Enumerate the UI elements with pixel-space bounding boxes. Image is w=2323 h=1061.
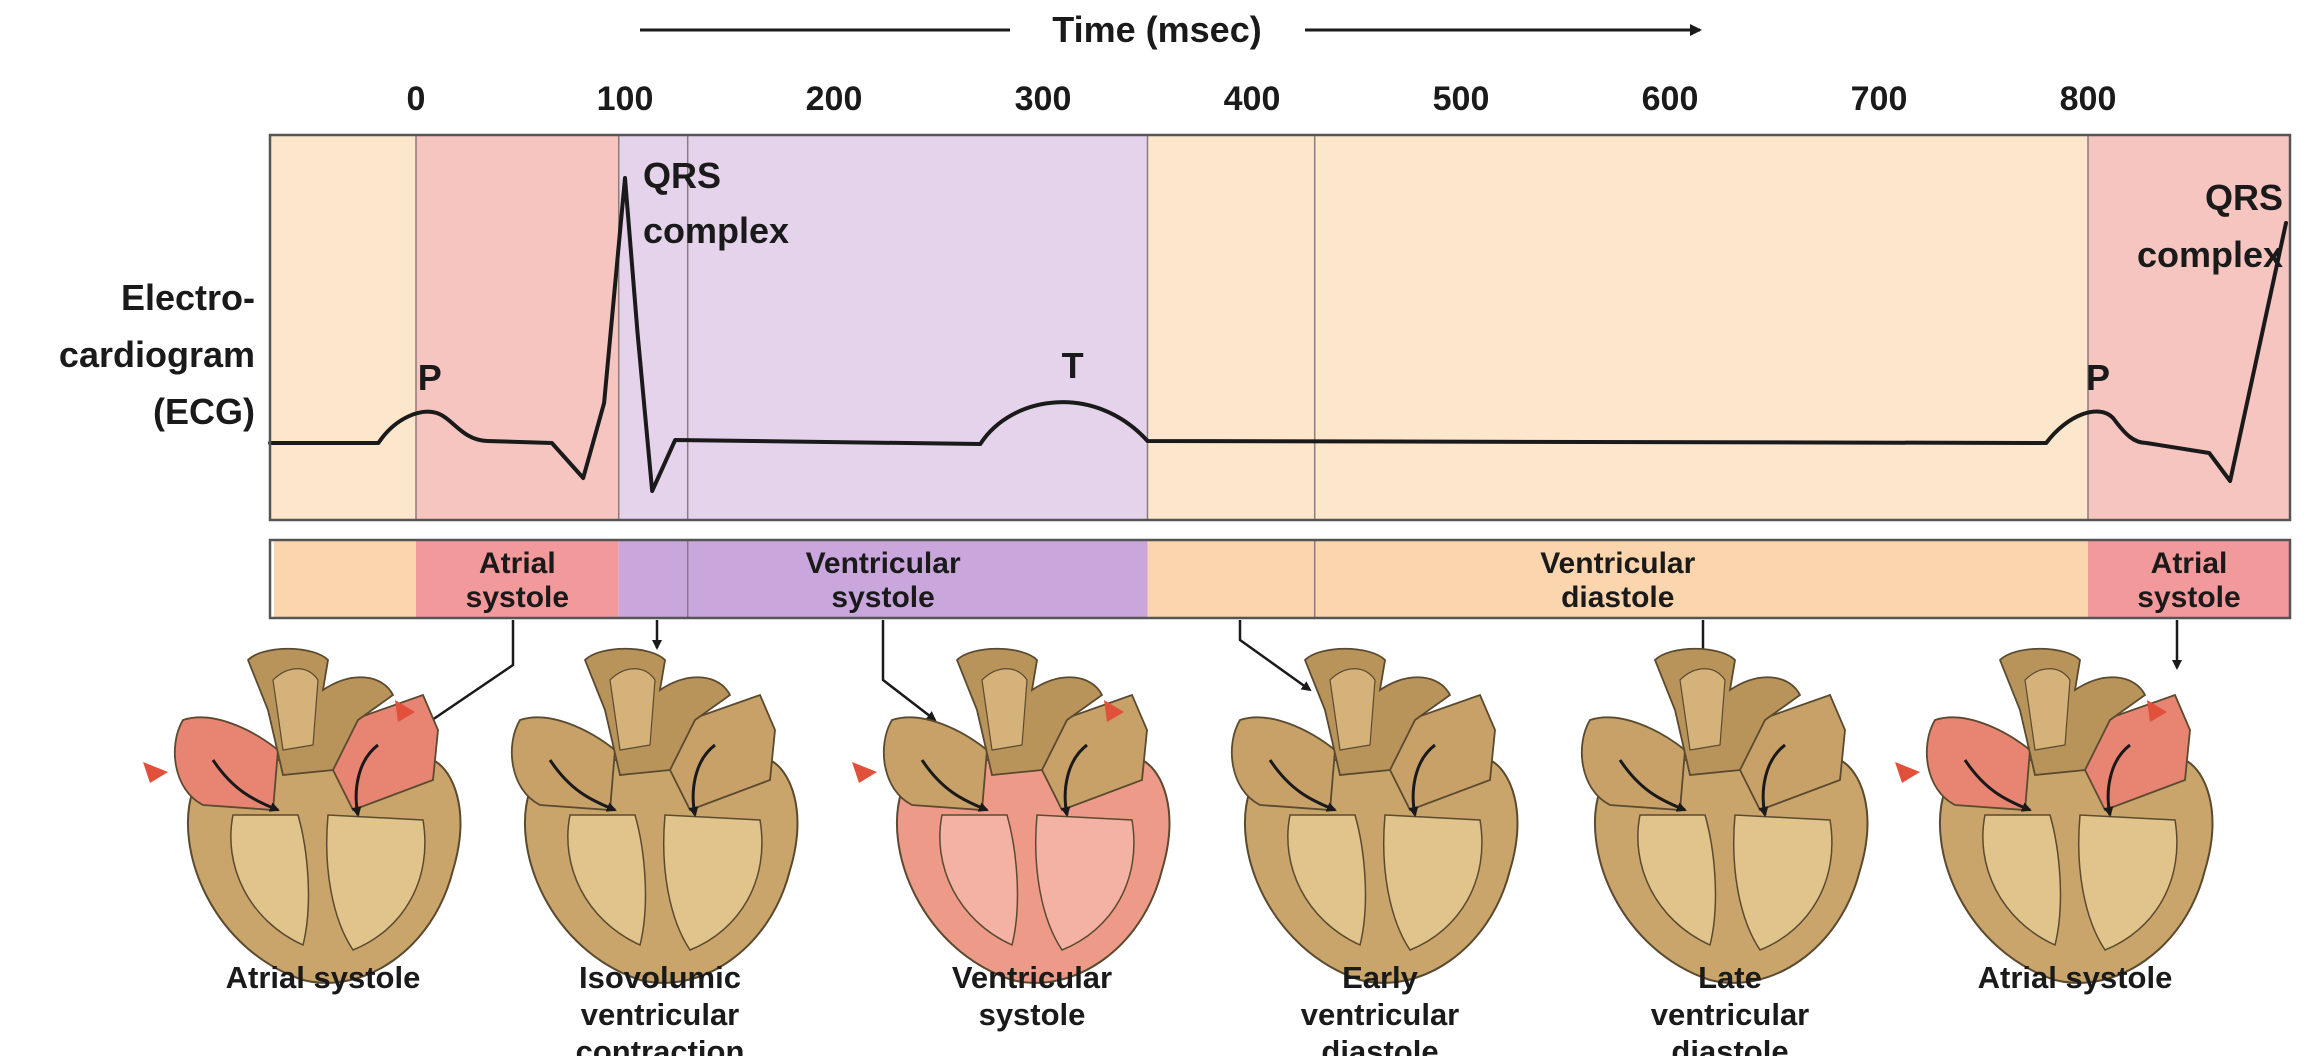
ecg-wave-label: QRS: [2205, 177, 2283, 218]
phase-label-line-2: systole: [466, 581, 569, 614]
phase-label-line-1: Atrial: [479, 547, 556, 580]
heart-caption-line: Ventricular: [952, 960, 1112, 995]
time-axis-title: Time (msec): [1052, 9, 1261, 50]
heart-caption-line: Late: [1698, 960, 1762, 995]
ecg-wave-label-line-2: complex: [2137, 234, 2283, 275]
heart-caption-line: Isovolumic: [579, 960, 741, 995]
heart-illustration: [512, 649, 798, 983]
phase-label-line-1: Ventricular: [806, 547, 961, 580]
heart-illustration: [143, 649, 460, 983]
ecg-ylabel: Electro- cardiogram (ECG): [59, 277, 255, 432]
phase-label-line-1: Atrial: [2151, 547, 2228, 580]
time-tick-label: 600: [1642, 80, 1699, 118]
heart-caption-line: ventricular: [1651, 997, 1810, 1032]
heart-right-atrium: [512, 717, 615, 810]
heart-illustration: [1895, 649, 2212, 983]
ecg-ylabel-line-1: Electro-: [121, 277, 255, 318]
phase-bar: AtrialsystoleVentricularsystoleVentricul…: [270, 540, 2290, 618]
heart-caption-line: contraction: [576, 1034, 745, 1056]
heart-caption-line: diastole: [1671, 1034, 1788, 1056]
ecg-wave-label: T: [1062, 345, 1084, 386]
heart-caption-line: systole: [979, 997, 1086, 1032]
ecg-band: [270, 135, 416, 520]
ecg-wave-label: P: [2086, 357, 2110, 398]
heart-caption-line: Early: [1342, 960, 1419, 995]
time-tick-label: 800: [2060, 80, 2117, 118]
time-tick-label: 300: [1015, 80, 1072, 118]
phase-label-line-2: systole: [2137, 581, 2240, 614]
contraction-arrow: [1895, 762, 1920, 783]
ecg-background-bands: [270, 135, 2290, 520]
ecg-wave-label: QRS: [643, 155, 721, 196]
phase-label-line-1: Ventricular: [1540, 547, 1695, 580]
heart-right-atrium: [884, 717, 987, 810]
ecg-wave-label-line-2: complex: [643, 210, 789, 251]
heart-caption-line: ventricular: [581, 997, 740, 1032]
heart-illustration: [852, 649, 1169, 983]
ecg-ylabel-line-3: (ECG): [153, 391, 255, 432]
connector-arrow-4: [1240, 620, 1310, 690]
heart-illustrations: [143, 649, 2212, 983]
contraction-arrow: [852, 762, 877, 783]
time-tick-label: 400: [1224, 80, 1281, 118]
time-tick-label: 500: [1433, 80, 1490, 118]
heart-caption-line: Atrial systole: [1978, 960, 2173, 995]
time-tick-label: 0: [407, 80, 426, 118]
phase-segment: [274, 540, 416, 618]
heart-right-atrium: [1232, 717, 1335, 810]
heart-caption-line: diastole: [1321, 1034, 1438, 1056]
time-axis-ticks: 0 100 200 300 400 500 600 700 800: [407, 80, 2117, 118]
phase-label-line-2: systole: [831, 581, 934, 614]
ecg-ylabel-line-2: cardiogram: [59, 334, 255, 375]
ecg-band: [1148, 135, 2089, 520]
time-tick-label: 100: [597, 80, 654, 118]
contraction-arrow: [143, 762, 168, 783]
phase-label-line-2: diastole: [1561, 581, 1674, 614]
time-axis: Time (msec) 0 100 200 300 400 500 600 700 800: [407, 9, 2117, 118]
heart-illustration: [1232, 649, 1518, 983]
heart-right-atrium: [1582, 717, 1685, 810]
heart-illustration: [1582, 649, 1868, 983]
connector-arrow-3: [883, 620, 935, 720]
heart-caption-line: Atrial systole: [226, 960, 421, 995]
heart-caption-line: ventricular: [1301, 997, 1460, 1032]
time-tick-label: 700: [1851, 80, 1908, 118]
time-tick-label: 200: [806, 80, 863, 118]
heart-right-atrium: [175, 717, 278, 810]
ecg-wave-label: P: [418, 357, 442, 398]
heart-right-atrium: [1927, 717, 2030, 810]
